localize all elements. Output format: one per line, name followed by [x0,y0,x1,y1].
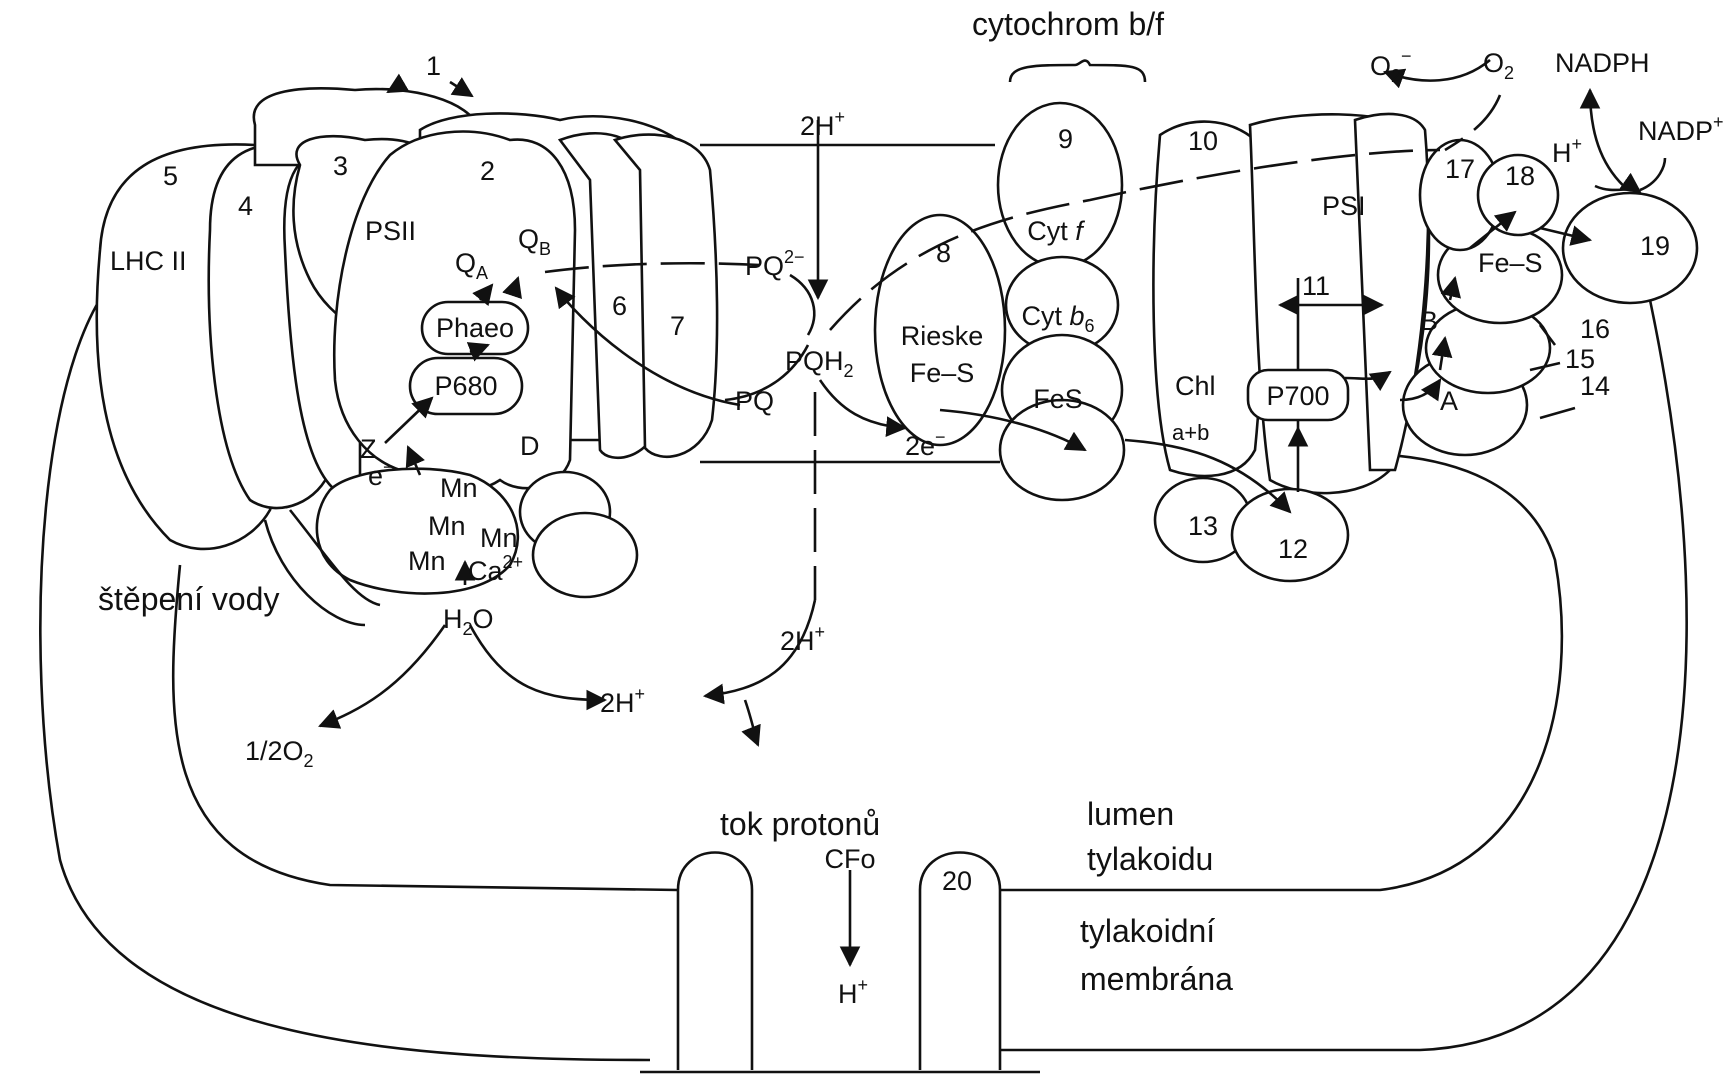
half-oxygen-label: 1/2O2 [245,736,314,771]
number-6: 6 [612,291,627,321]
number-15: 15 [1565,344,1595,374]
number-16: 16 [1580,314,1610,344]
nadp-label: NADP+ [1638,112,1724,146]
fe-s-label: Fe–S [1478,248,1543,278]
number-14: 14 [1580,371,1610,401]
number-18: 18 [1505,161,1535,191]
chl-ab-label: a+b [1172,420,1209,445]
a-label: A [1440,386,1458,416]
superoxide-label: O2− [1370,46,1412,86]
number-11: 11 [1302,271,1330,301]
psii-label: PSII [365,216,416,246]
z-label: Z [360,434,377,464]
number-2: 2 [480,156,495,186]
chl-label: Chl [1175,371,1216,401]
mn-label-2: Mn [428,511,466,541]
psi-label: PSI [1322,191,1366,221]
number-19: 19 [1640,231,1670,261]
pq2-label: PQ2− [745,247,805,281]
proton-flow-label: tok protonů [720,806,880,842]
rieske-fes-label: Fe–S [910,358,975,388]
number-8: 8 [936,238,951,268]
number-3: 3 [333,151,348,181]
number-4: 4 [238,191,253,221]
mn-label-4: Mn [408,546,446,576]
mn-label-3: Mn [480,523,518,553]
two-electron-label: 2e− [905,427,946,461]
membrane-label: tylakoidní [1080,913,1215,949]
membrane-label-2: membrána [1080,961,1233,997]
oxygen-label: O2 [1483,48,1514,83]
d-label: D [520,431,540,461]
pqh2-label: PQH2 [785,346,854,381]
number-9: 9 [1058,124,1073,154]
lhc-label: LHC II [110,246,187,276]
p700-label: P700 [1266,381,1329,411]
number-5: 5 [163,161,178,191]
lumen-label-2: tylakoidu [1087,841,1213,877]
number-13: 13 [1188,511,1218,541]
cytochrome-bf-title: cytochrom b/f [972,6,1164,42]
p680-label: P680 [434,371,497,401]
stroma-proton-label: 2H+ [800,107,845,141]
number-1: 1 [426,51,441,81]
cfo-label: CFo [824,844,875,874]
ca-label: Ca2+ [468,552,523,586]
cyt-b6-label: Cyt b6 [1021,301,1094,336]
water-label: H2O [443,604,494,639]
psi-complex [1153,114,1697,581]
lumen-proton-label: 2H+ [600,684,645,718]
water-splitting-label: štěpení vody [98,581,279,617]
number-17: 17 [1445,154,1475,184]
number-20: 20 [942,866,972,896]
cfo-channel [640,853,1040,1073]
number-12: 12 [1278,534,1308,564]
number-10: 10 [1188,126,1218,156]
h-plus-stroma-label: H+ [1552,134,1582,168]
psii-complex [97,88,717,597]
mn-label-1: Mn [440,473,478,503]
number-7: 7 [670,311,685,341]
pq-label: PQ [735,386,774,416]
h-plus-lumen-label: H+ [838,975,868,1009]
lumen-label: lumen [1087,796,1174,832]
pqh2-proton-release-label: 2H+ [780,622,825,656]
phaeo-label: Phaeo [436,313,514,343]
nadph-label: NADPH [1555,48,1650,78]
cyt-fes-label: FeS [1033,384,1083,414]
cyt-f-label: Cyt f [1027,216,1085,246]
rieske-label: Rieske [901,321,984,351]
b-label: B [1420,306,1438,336]
